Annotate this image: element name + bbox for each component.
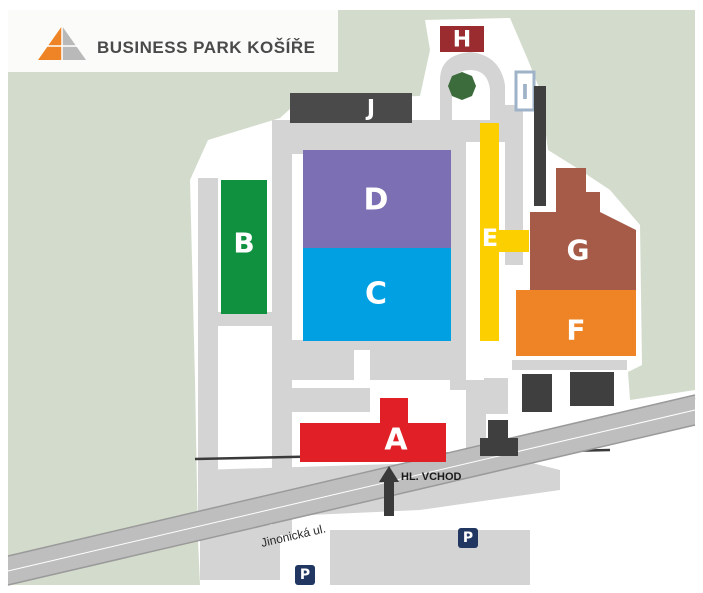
- parking-icon-1[interactable]: P: [458, 528, 478, 548]
- tree-icon: [448, 72, 476, 100]
- parking-1-label: P: [463, 530, 473, 546]
- building-E-label: E: [482, 224, 498, 252]
- building-B-label: B: [233, 227, 254, 260]
- building-A-label: A: [384, 423, 408, 458]
- main-road: [7, 394, 696, 586]
- building-F[interactable]: [516, 290, 636, 356]
- building-C-label: C: [365, 277, 387, 312]
- building-F-label: F: [566, 314, 585, 347]
- logo-icon: [38, 26, 86, 60]
- building-H[interactable]: [440, 26, 484, 52]
- parking-2-label: P: [300, 567, 310, 583]
- building-A[interactable]: [300, 398, 446, 462]
- building-H-label: H: [453, 28, 471, 53]
- header-title: BUSINESS PARK KOŠÍŘE: [97, 38, 315, 57]
- main-entrance-label: HL. VCHOD: [401, 471, 462, 483]
- building-C[interactable]: [303, 248, 451, 341]
- building-B[interactable]: [221, 180, 267, 314]
- building-dark-strip: [534, 86, 546, 206]
- building-D[interactable]: [303, 150, 451, 248]
- building-J[interactable]: [290, 93, 412, 123]
- building-I-label: I: [521, 80, 528, 104]
- building-E[interactable]: [480, 123, 529, 341]
- header: BUSINESS PARK KOŠÍŘE: [8, 10, 338, 72]
- building-D-label: D: [364, 183, 389, 218]
- main-entrance-arrow: [379, 466, 399, 516]
- building-J-label: J: [365, 97, 375, 122]
- building-G-label: G: [567, 234, 590, 267]
- building-dark-3: [480, 420, 518, 456]
- building-dark-1: [522, 374, 552, 412]
- building-G[interactable]: [530, 168, 636, 290]
- parking-icon-2[interactable]: P: [295, 565, 315, 585]
- building-dark-2: [570, 372, 614, 406]
